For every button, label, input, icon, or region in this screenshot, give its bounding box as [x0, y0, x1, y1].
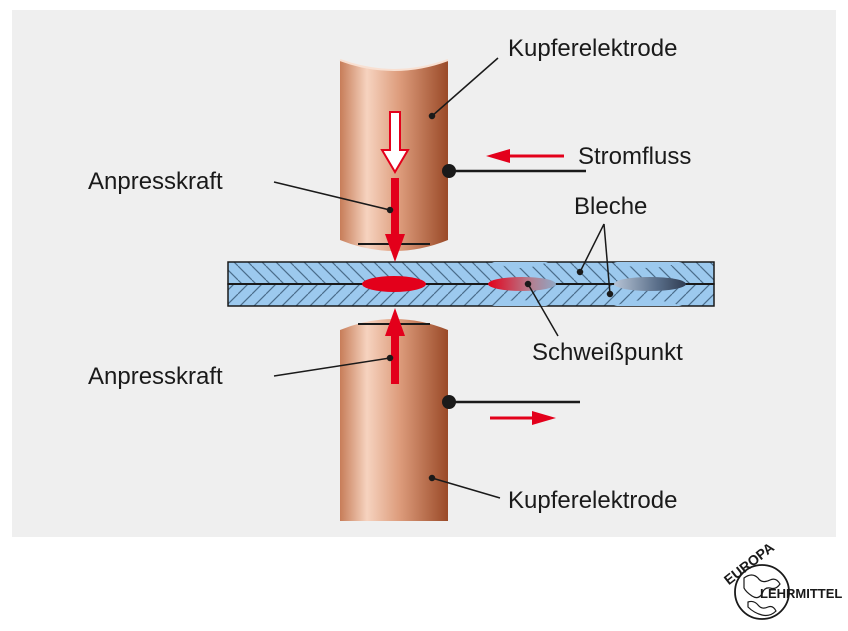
logo-bottom-text: LEHRMITTEL [760, 586, 842, 601]
sheet-metal [227, 261, 715, 307]
current-arrows [486, 149, 564, 425]
force-arrows [380, 111, 410, 384]
label-current-flow: Stromfluss [578, 143, 691, 170]
label-weld-spot: Schweißpunkt [532, 339, 683, 366]
current-arrow-left [486, 149, 510, 163]
label-top-electrode: Kupferelektrode [508, 35, 677, 62]
current-arrow-right [532, 411, 556, 425]
label-force-bottom: Anpresskraft [88, 363, 223, 390]
weld-spot-finished [614, 277, 686, 291]
force-up-arrow [385, 308, 405, 336]
label-bottom-electrode: Kupferelektrode [508, 487, 677, 514]
weld-spot-active [362, 276, 426, 292]
label-sheets: Bleche [574, 193, 647, 220]
label-force-top: Anpresskraft [88, 168, 223, 195]
force-down-arrow [385, 234, 405, 262]
weld-spot-cooling [488, 277, 556, 291]
leader-lines [273, 57, 614, 499]
bottom-electrode [340, 319, 580, 521]
europa-lehrmittel-logo: EUROPA LEHRMITTEL [721, 539, 842, 620]
force-input-arrow [380, 111, 410, 174]
